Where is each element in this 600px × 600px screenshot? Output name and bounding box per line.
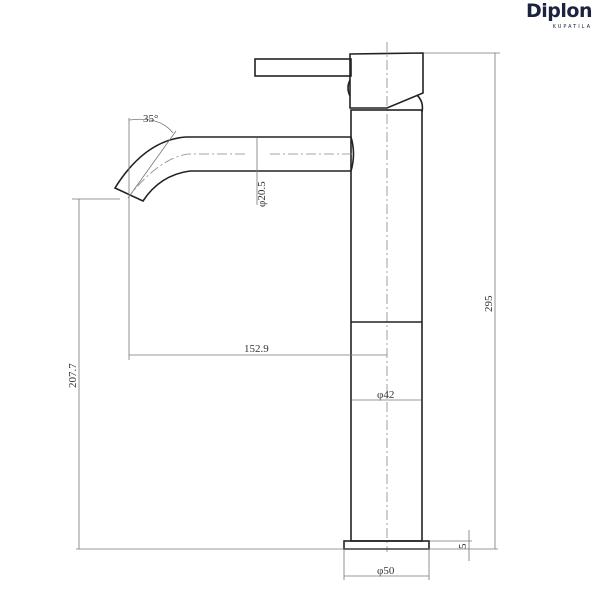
angle-arc <box>128 118 174 134</box>
total-height-label: 295 <box>483 295 495 312</box>
angle-label: 35° <box>143 113 158 125</box>
handle-pin <box>347 79 351 97</box>
base-plate <box>343 540 430 550</box>
base-thickness-label: 5 <box>457 543 469 549</box>
handle-lever <box>254 58 352 77</box>
base-diameter-label: φ50 <box>377 565 395 577</box>
body-tube <box>350 109 423 542</box>
body-diameter-label: φ42 <box>377 389 394 401</box>
brand-logo: Diplon KUPATILA <box>526 0 592 31</box>
spout-diameter-label: φ20.5 <box>256 181 268 207</box>
brand-name: Diplon <box>526 0 592 22</box>
brand-tagline: KUPATILA <box>552 24 592 30</box>
angle-line <box>127 130 177 199</box>
spout-centerline <box>129 153 245 196</box>
handle-head <box>349 52 424 109</box>
spout <box>113 136 351 203</box>
spout-height-label: 207.7 <box>67 363 79 388</box>
spout-end <box>350 136 355 172</box>
reach-label: 152.9 <box>244 343 269 355</box>
